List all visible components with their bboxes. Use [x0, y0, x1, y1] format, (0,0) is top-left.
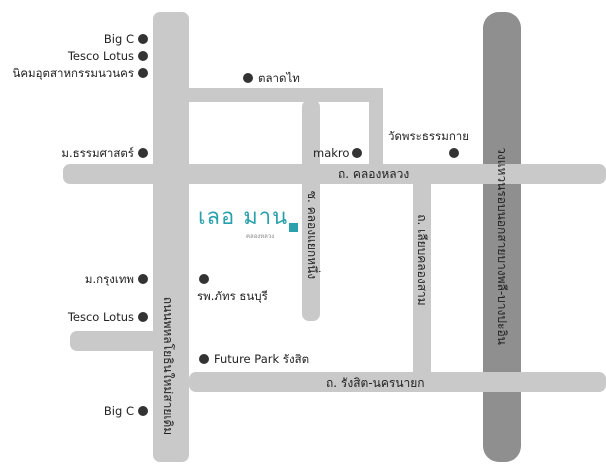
north-loop-right — [369, 88, 383, 166]
dot-makro — [352, 148, 362, 158]
label-phahonyothin: ถนนพหลโยธินใหม่สายเดิม — [161, 296, 175, 436]
dot-big-c-top — [138, 34, 148, 44]
label-soi-khlong-nueng: ซ. คลองแยกหนึ่ง — [305, 190, 319, 280]
label-nikhom: นิคมอุตสาหกรรมนวนคร — [12, 66, 134, 80]
label-krungthep: ม.กรุงเทพ — [84, 272, 134, 286]
label-tesco-bottom: Tesco Lotus — [67, 310, 134, 324]
logo: เลอ มาน — [198, 205, 289, 230]
dot-future-park — [199, 354, 209, 364]
left-branch-road — [70, 331, 170, 351]
location-marker — [289, 223, 298, 232]
label-makro: makro — [313, 146, 350, 160]
label-tesco-top: Tesco Lotus — [67, 49, 134, 63]
label-future-park: Future Park รังสิต — [214, 352, 310, 366]
label-talat-thai: ตลาดไท — [258, 71, 300, 85]
khlong-sam-road — [413, 184, 431, 372]
dot-tesco-bottom — [138, 312, 148, 322]
rangsit-nakhon-nayok-road — [189, 372, 606, 392]
logo-subtext: คลองหลวง — [246, 233, 275, 240]
phahonyothin-road — [153, 12, 189, 462]
label-khlong-sam: ถ. เลียบคลองสาม — [415, 214, 429, 306]
label-wat: วัดพระธรรมกาย — [388, 129, 469, 143]
dot-wat — [449, 148, 459, 158]
label-big-c-top: Big C — [103, 32, 134, 46]
soi-khlong-nueng-road — [302, 100, 320, 321]
dot-tesco-top — [138, 51, 148, 61]
label-khlong-luang: ถ. คลองหลวง — [338, 167, 410, 181]
dot-krungthep — [138, 274, 148, 284]
dot-big-c-bottom — [138, 406, 148, 416]
dot-talat-thai — [243, 73, 253, 83]
dot-hospital — [199, 274, 209, 284]
label-rangsit-nakhon-nayok: ถ. รังสิต-นครนายก — [326, 376, 425, 390]
dot-nikhom — [138, 68, 148, 78]
label-hospital: รพ.ภัทร ธนบุรี — [197, 289, 268, 303]
dot-thammasat — [138, 148, 148, 158]
label-big-c-bottom: Big C — [103, 404, 134, 418]
label-thammasat: ม.ธรรมศาสตร์ — [61, 146, 134, 160]
khlong-luang-road — [63, 164, 606, 184]
label-ring-road: วงแหวนรอบนอกสายบางพลี-บางปะอิน — [495, 147, 509, 345]
north-loop-top — [189, 88, 381, 102]
